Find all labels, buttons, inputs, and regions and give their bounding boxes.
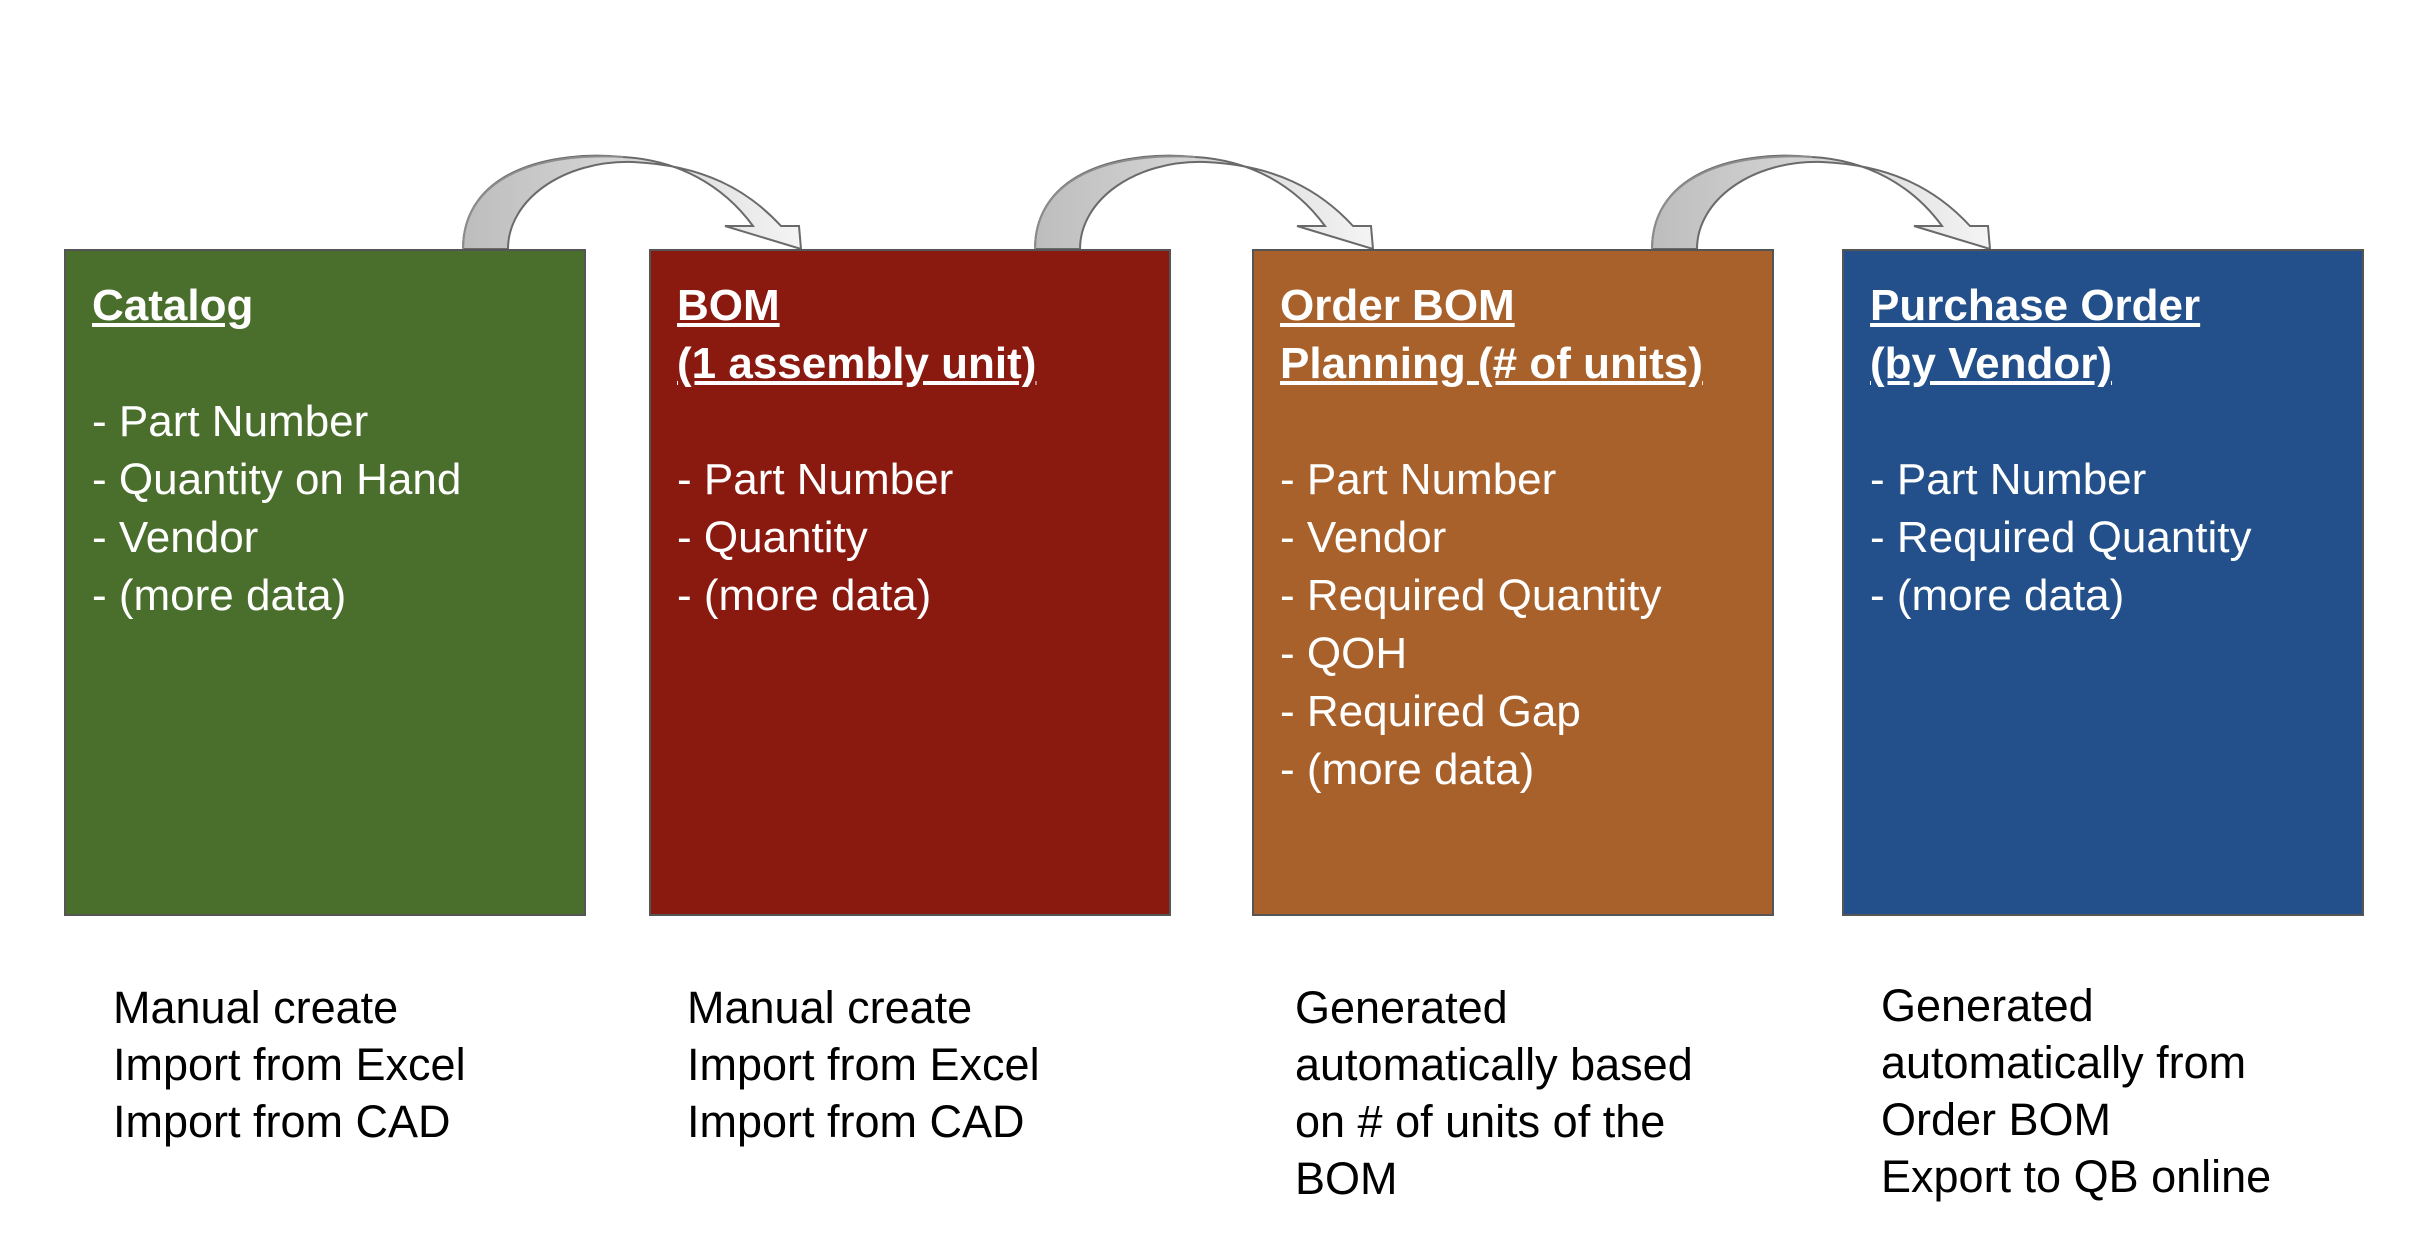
caption-line: Order BOM <box>1881 1094 2112 1145</box>
list-item: - QOH <box>1280 629 1408 678</box>
box-title-line: (by Vendor) <box>1870 339 2113 388</box>
caption-line: Import from CAD <box>113 1096 451 1147</box>
box-title-line: Purchase Order <box>1870 281 2201 330</box>
box-title-line: Order BOM <box>1280 281 1515 330</box>
list-item: - (more data) <box>92 571 347 620</box>
caption-line: automatically from <box>1881 1037 2247 1088</box>
purchase-order-field-list: - Part Number - Required Quantity - (mor… <box>1870 451 2336 625</box>
list-item: - Vendor <box>92 513 259 562</box>
bom-title: BOM (1 assembly unit) <box>677 277 1143 393</box>
purchase-order-box: Purchase Order (by Vendor) - Part Number… <box>1842 249 2364 916</box>
catalog-box: Catalog - Part Number - Quantity on Hand… <box>64 249 586 916</box>
catalog-title: Catalog <box>92 277 558 335</box>
bom-caption: Manual create Import from Excel Import f… <box>687 979 1040 1150</box>
caption-line: automatically based <box>1295 1039 1693 1090</box>
list-item: - Required Gap <box>1280 687 1581 736</box>
caption-line: Generated <box>1295 982 1508 1033</box>
list-item: - Part Number <box>1870 455 2147 504</box>
box-title-line: BOM <box>677 281 780 330</box>
list-item: - Vendor <box>1280 513 1447 562</box>
purchase-order-caption: Generated automatically from Order BOM E… <box>1881 977 2271 1205</box>
list-item: - Quantity <box>677 513 868 562</box>
list-item: - Required Quantity <box>1870 513 2252 562</box>
flow-arrow-catalog-to-bom <box>461 154 803 251</box>
list-item: - (more data) <box>1870 571 2125 620</box>
caption-line: Import from CAD <box>687 1096 1025 1147</box>
purchase-order-title: Purchase Order (by Vendor) <box>1870 277 2336 393</box>
list-item: - Required Quantity <box>1280 571 1662 620</box>
list-item: - (more data) <box>1280 745 1535 794</box>
caption-line: BOM <box>1295 1153 1398 1204</box>
caption-line: Import from Excel <box>687 1039 1040 1090</box>
list-item: - Quantity on Hand <box>92 455 462 504</box>
list-item: - Part Number <box>1280 455 1557 504</box>
order-bom-title: Order BOM Planning (# of units) <box>1280 277 1746 393</box>
order-bom-field-list: - Part Number - Vendor - Required Quanti… <box>1280 451 1746 799</box>
box-title-line: Planning (# of units) <box>1280 339 1703 388</box>
catalog-caption: Manual create Import from Excel Import f… <box>113 979 466 1150</box>
list-item: - Part Number <box>677 455 954 504</box>
caption-line: Manual create <box>113 982 399 1033</box>
list-item: - (more data) <box>677 571 932 620</box>
caption-line: Manual create <box>687 982 973 1033</box>
caption-line: Generated <box>1881 980 2094 1031</box>
flow-arrow-bom-to-order-bom <box>1033 154 1375 251</box>
box-title-line: Catalog <box>92 281 254 330</box>
caption-line: Import from Excel <box>113 1039 466 1090</box>
caption-line: Export to QB online <box>1881 1151 2272 1202</box>
list-item: - Part Number <box>92 397 369 446</box>
flow-arrow-order-bom-to-purchase-order <box>1650 154 1992 251</box>
catalog-field-list: - Part Number - Quantity on Hand - Vendo… <box>92 393 558 625</box>
bom-box: BOM (1 assembly unit) - Part Number - Qu… <box>649 249 1171 916</box>
box-title-line: (1 assembly unit) <box>677 339 1037 388</box>
order-bom-caption: Generated automatically based on # of un… <box>1295 979 1693 1207</box>
bom-field-list: - Part Number - Quantity - (more data) <box>677 451 1143 625</box>
order-bom-box: Order BOM Planning (# of units) - Part N… <box>1252 249 1774 916</box>
caption-line: on # of units of the <box>1295 1096 1666 1147</box>
